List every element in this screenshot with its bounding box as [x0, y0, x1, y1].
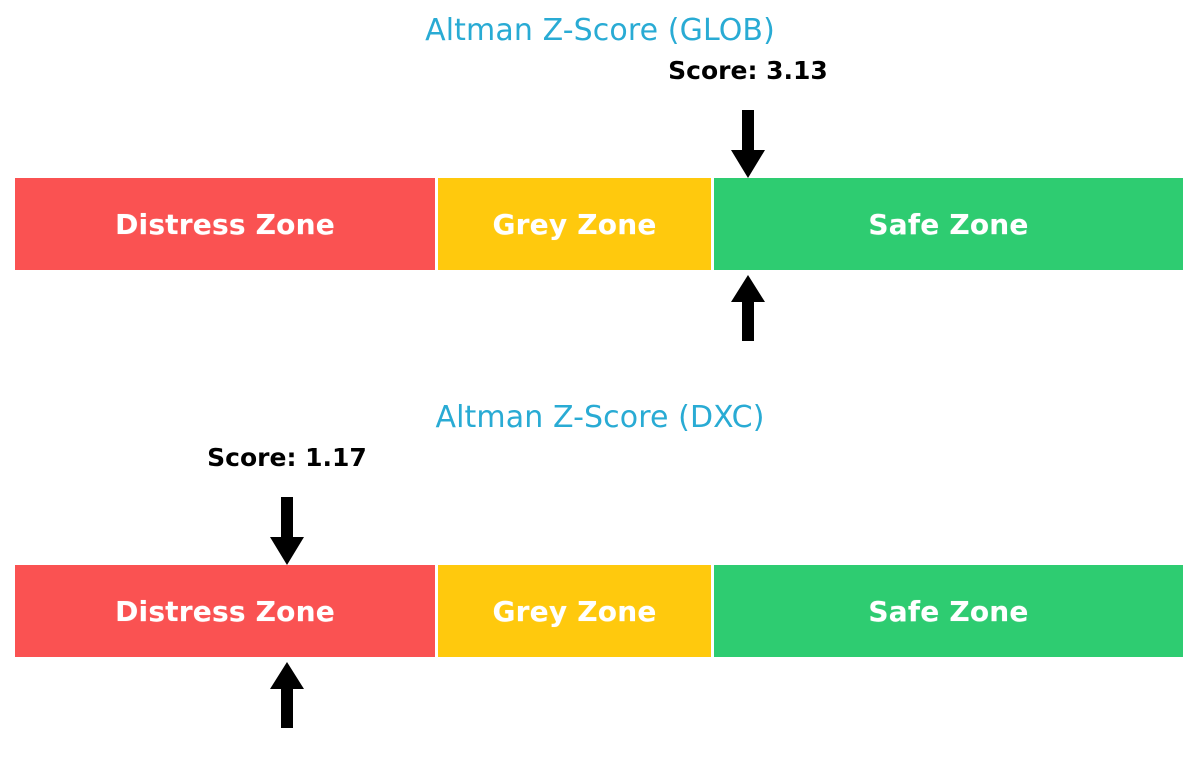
zone-safe-dxc: Safe Zone — [714, 565, 1183, 657]
zone-safe-glob: Safe Zone — [714, 178, 1183, 270]
altman-z-score-chart-dxc: Altman Z-Score (DXC) Score: 1.17 Distres… — [0, 387, 1200, 774]
zone-distress-glob: Distress Zone — [15, 178, 438, 270]
zone-label-grey: Grey Zone — [492, 594, 657, 628]
score-marker-arrow-down-dxc — [264, 497, 310, 565]
chart-title-glob: Altman Z-Score (GLOB) — [425, 13, 775, 48]
altman-z-score-chart-glob: Altman Z-Score (GLOB) Score: 3.13 Distre… — [15, 13, 1183, 341]
zone-label-safe: Safe Zone — [868, 207, 1029, 241]
score-marker-arrow-up-glob — [725, 275, 771, 341]
zone-label-distress: Distress Zone — [115, 207, 335, 241]
score-label-dxc: Score: 1.17 — [207, 443, 367, 472]
zone-bar-dxc: Distress Zone Grey Zone Safe Zone — [15, 565, 1183, 657]
zone-bar-glob: Distress Zone Grey Zone Safe Zone — [15, 178, 1183, 270]
zone-label-safe: Safe Zone — [868, 594, 1029, 628]
chart-title-dxc: Altman Z-Score (DXC) — [435, 400, 765, 435]
zone-grey-glob: Grey Zone — [438, 178, 714, 270]
score-label-glob: Score: 3.13 — [668, 56, 828, 85]
zone-distress-dxc: Distress Zone — [15, 565, 438, 657]
zone-grey-dxc: Grey Zone — [438, 565, 714, 657]
score-marker-arrow-down-glob — [725, 110, 771, 178]
score-marker-arrow-up-dxc — [264, 662, 310, 728]
zone-label-distress: Distress Zone — [115, 594, 335, 628]
zone-label-grey: Grey Zone — [492, 207, 657, 241]
